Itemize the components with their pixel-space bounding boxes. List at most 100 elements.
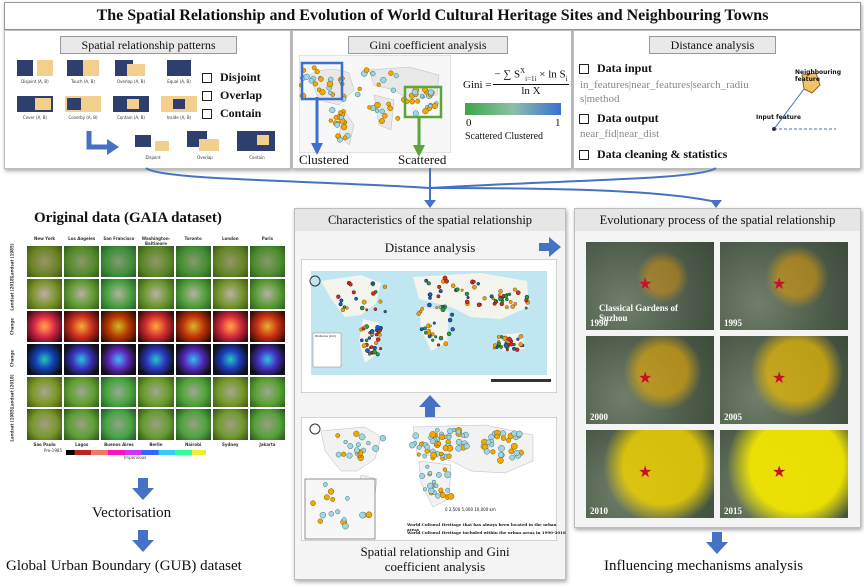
heritage-site-dot [446,331,452,337]
heritage-site-dot [507,336,512,342]
heritage-site-dot [345,496,350,501]
heritage-site-dot [363,67,370,73]
heritage-site-dot [409,98,416,105]
gaia-satellite-tile [101,344,137,375]
heritage-site-dot [438,451,444,457]
heritage-site-dot [435,493,441,499]
heritage-site-dot [370,71,376,77]
heritage-site-dot [388,70,394,76]
heritage-site-dot [438,305,442,309]
heritage-site-dot [341,517,347,522]
map-legend-title: Distance (km) [315,334,337,338]
gaia-satellite-tile [175,246,211,277]
gaia-satellite-tile [212,409,248,440]
data-input-label: Data input [579,61,652,76]
gaia-satellite-tile [175,376,211,408]
heritage-site-dot [393,73,399,79]
heritage-site-dot [379,347,383,351]
clustered-label: Clustered [299,152,349,167]
heritage-site-dot [365,348,370,353]
heritage-site-dot [505,297,509,302]
heritage-site-dot [427,331,431,336]
heritage-site-dot [335,433,341,438]
heritage-site-dot [431,479,437,485]
heritage-site-dot [460,288,464,292]
gini-scale-bar [465,103,561,115]
heritage-site-dot [374,341,378,346]
heritage-site-dot [330,497,336,502]
pattern-inside: Inside (A, B) [159,94,199,122]
heritage-site-dot [443,341,449,347]
heritage-site-dot [390,87,397,93]
pattern-disjoint: Disjoint (A, B) [15,58,55,86]
heritage-site-dot [435,306,439,310]
heritage-site-dot [370,350,373,354]
gaia-satellite-tile [101,409,137,440]
heritage-site-dot [455,438,463,446]
heritage-site-dot [524,294,530,300]
gaia-satellite-tile [64,376,100,408]
heritage-site-dot [439,433,446,441]
heritage-site-dot [437,284,442,289]
gaia-satellite-tile [212,376,248,408]
heritage-site-dot [463,443,470,450]
gaia-city-label: Nairobi [184,442,202,447]
heritage-site-dot [455,445,462,452]
heritage-scale-text: 0 2,500 5,000 10,000 km [445,507,496,512]
pattern-summary-contain: Contain [235,131,279,163]
heritage-site-dot [509,454,516,461]
heritage-site-dot [312,81,318,87]
pattern-touch: Touch (A, B) [63,58,103,86]
heritage-site-dot [445,487,451,493]
heritage-site-dot [334,122,341,128]
star-icon: ★ [772,368,787,387]
heritage-site-dot [498,445,505,452]
evolution-tile: ★ 2015 [720,430,848,518]
evolution-year-label: 2015 [724,506,742,516]
pattern-cover: Cover (A, B) [15,94,55,122]
gaia-satellite-tile [27,246,63,277]
heritage-site-dot [416,452,421,457]
heritage-site-dot [335,509,341,515]
heritage-site-dot [420,306,425,311]
gini-scale-max: 1 [555,117,561,129]
heritage-site-dot [438,335,444,341]
heritage-site-dot [431,338,435,342]
heritage-site-dot [340,123,348,131]
heritage-site-dot [495,345,499,350]
evolution-year-label: 1990 [590,318,608,328]
heritage-site-dot [419,94,424,99]
heritage-site-dot [319,511,327,519]
heritage-site-dot [375,352,380,357]
heritage-site-dot [336,294,341,299]
heritage-site-dot [369,345,374,349]
heritage-site-dot [382,113,388,119]
heritage-site-dot [508,448,514,455]
down-arrow-icon [706,532,728,554]
pattern-legend-disjoint: Disjoint [202,70,261,85]
heritage-site-dot [416,311,421,316]
star-icon: ★ [772,462,787,481]
heritage-site-dot [496,341,501,346]
heritage-site-dot [333,115,339,120]
right-arrow-icon [539,237,561,257]
heritage-site-dot [450,327,455,332]
star-icon: ★ [772,274,787,293]
gaia-satellite-tile [175,409,211,440]
distance-header: Distance analysis [649,36,776,54]
gini-scale-min: 0 [466,117,472,129]
heritage-site-dot [361,299,367,305]
evolution-tile: ★2005 [720,336,848,424]
distance-diagram [772,72,836,131]
heritage-site-dot [422,326,427,331]
heritage-legend-2: World Cultural Heritage included within … [407,530,566,535]
heritage-site-dot [374,332,379,337]
heritage-site-dot [447,428,454,435]
heritage-site-dot [310,500,316,506]
heritage-site-dot [425,464,430,469]
gaia-satellite-tile [101,246,137,277]
heritage-site-dot [428,296,432,300]
heritage-site-dot [376,82,381,87]
heritage-site-dot [323,494,330,501]
